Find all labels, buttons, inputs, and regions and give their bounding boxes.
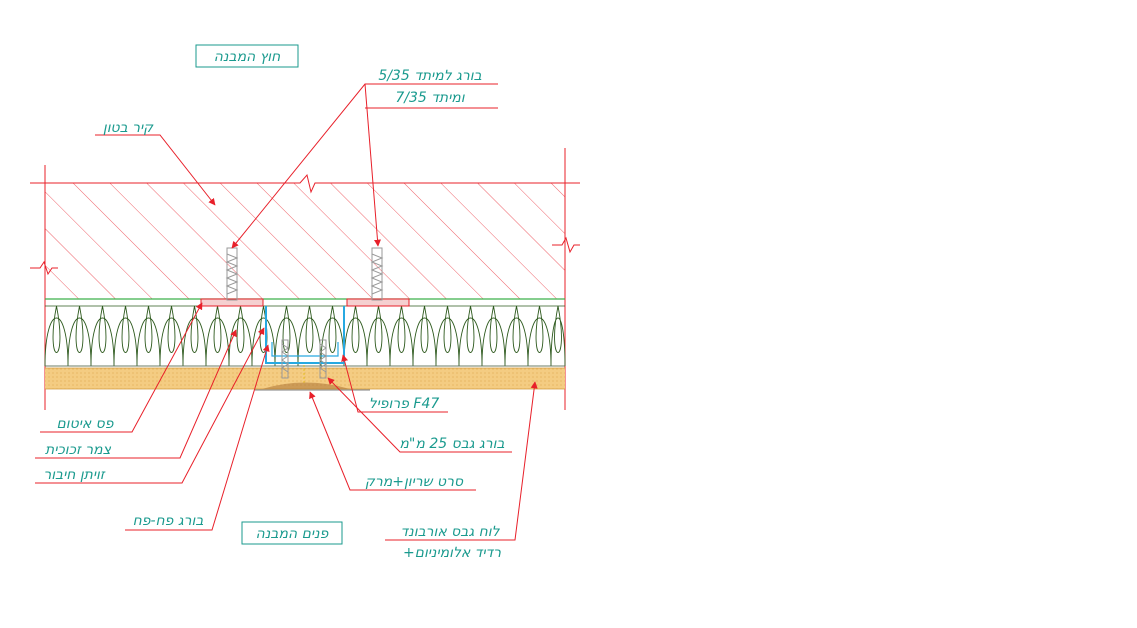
concrete-wall: [30, 148, 580, 410]
board-label-2: +רדיד אלומיניום: [403, 545, 501, 561]
sealing-strip-label: פס איטום: [57, 416, 115, 432]
outside-building-label: חוץ המבנה: [214, 49, 281, 65]
leader-lines: [35, 83, 538, 541]
gypsum-screws: [281, 339, 327, 385]
profile-f47-label: פרופיל F47: [369, 396, 440, 412]
board-label-1: לוח גבס אורבונד: [401, 524, 501, 540]
anchor-screw-label-1: בורג למיתד 5/35: [378, 68, 481, 84]
mesh-tape-label: סרט שריון+מרק: [365, 474, 464, 490]
anchor-screw-label-2: ומיתד 7/35: [395, 90, 465, 106]
inside-building-label: פנים המבנה: [256, 526, 330, 542]
mesh-tape-joint: [255, 382, 370, 391]
sheet-screw-label: בורג פח-פח: [133, 513, 204, 529]
glass-wool-loops: [44, 305, 566, 367]
inside-box: [241, 521, 343, 545]
gypsum-board: [45, 365, 565, 390]
outside-box: [195, 44, 299, 68]
concrete-wall-label: קיר בטון: [103, 120, 154, 136]
glass-wool-insulation: [44, 305, 566, 367]
connection-angle-label: זויתן חיבור: [43, 467, 105, 483]
glass-wool-label: צמר זכוכית: [45, 442, 112, 458]
gypsum-screw-label: בורג גבס 25 מ"מ: [399, 436, 504, 452]
profile-f47: [265, 306, 345, 364]
